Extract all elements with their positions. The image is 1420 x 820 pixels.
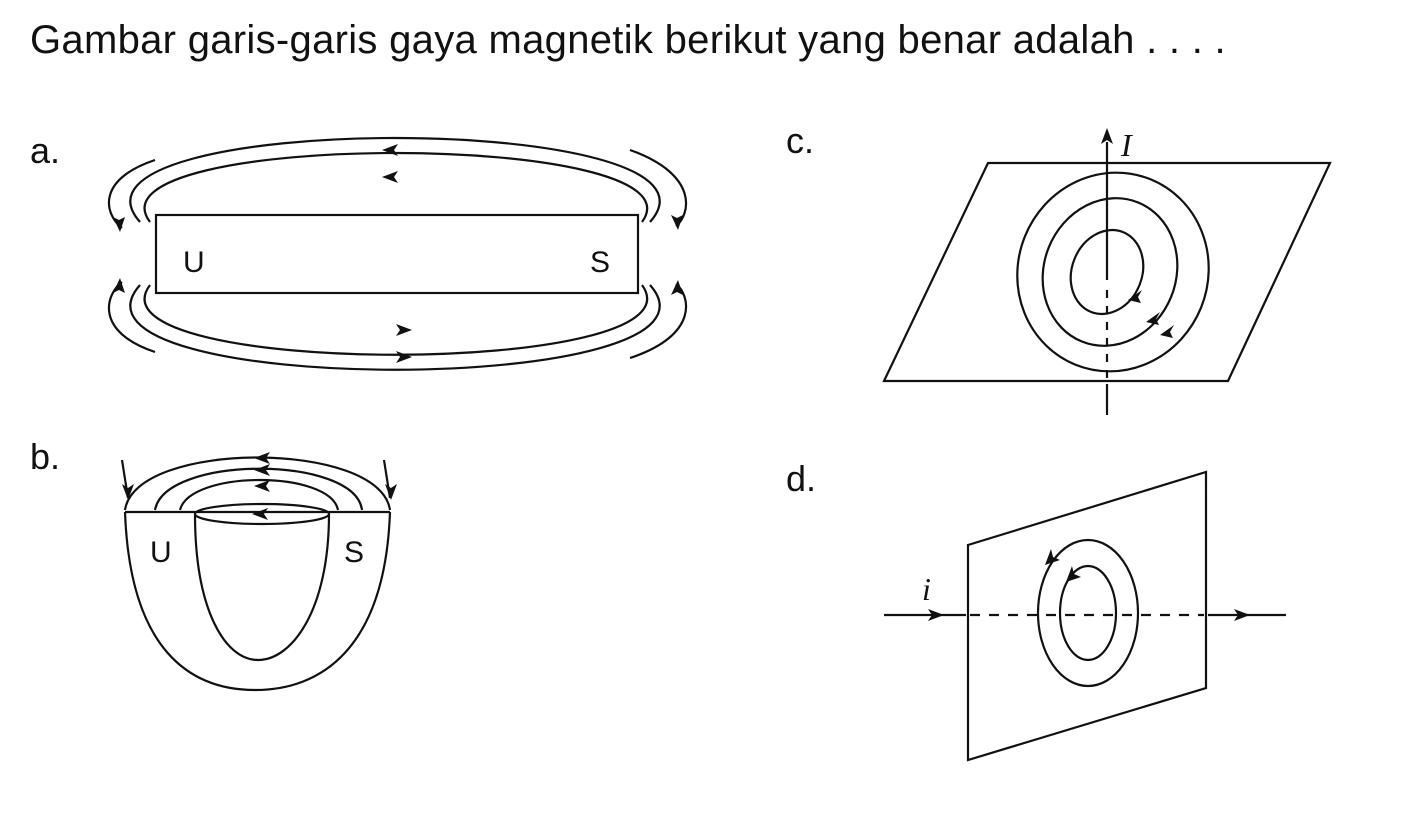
field-line-a-top-1 [143,151,648,223]
diagram-d-arrows [928,549,1250,621]
arrow-d-current-right [1234,609,1250,621]
option-b-label[interactable]: b. [30,436,61,477]
arrow-c-1 [1128,290,1142,303]
arrow-b-4 [252,508,268,520]
diagram-a-bar-magnet [107,136,688,371]
diagram-d-wire-plane [884,470,1286,762]
pole-b-left: U [150,536,172,569]
arrow-a-3 [396,324,412,336]
field-line-b-1 [123,456,392,511]
arrow-d-outer [1045,549,1060,565]
arrow-c-3 [1160,325,1174,338]
arrow-b-3 [254,480,270,492]
arrow-a-7 [113,278,125,293]
pole-b-right: S [344,536,364,569]
pole-a-left: U [183,246,205,279]
arrow-b-2 [254,464,270,476]
diagram-b-arrows [122,452,397,520]
arrow-a-1 [382,144,398,156]
diagram-a-arrows [113,144,683,363]
field-circle-d-outer [1036,538,1140,688]
arrow-a-5 [113,217,125,232]
arrow-d-inner [1066,566,1081,582]
field-circle-c-1 [1069,228,1145,316]
current-label-c: I [1120,127,1133,163]
field-line-a-bottom-left [107,281,156,354]
arrow-d-current-left [928,609,944,621]
arrow-a-2 [382,171,398,183]
field-circle-c-2 [1041,197,1179,347]
arrow-c-current [1101,128,1113,144]
field-line-a-bottom-2 [129,284,661,371]
arrow-a-6 [671,215,683,230]
arrow-b-1 [254,452,270,464]
field-circle-d-inner [1058,564,1118,662]
field-circle-c-3 [1016,171,1210,373]
option-c-label[interactable]: c. [786,120,815,161]
magnet-outer-curve [123,511,392,692]
option-d-label[interactable]: d. [786,458,817,499]
horizontal-plane [882,161,1332,383]
diagram-c-wire-plane [882,142,1332,415]
diagram-b-horseshoe-magnet [120,456,392,692]
field-line-b-3 [178,479,340,511]
option-a-label[interactable]: a. [30,130,61,171]
arrow-a-4 [396,351,412,363]
field-line-a-bottom-1 [143,284,648,356]
vertical-plane [966,470,1208,762]
arrow-b-6 [385,484,397,500]
field-line-a-top-2 [129,136,661,223]
bar-magnet-body [154,213,640,295]
pole-a-right: S [590,246,610,279]
arrow-a-8 [671,280,683,295]
magnet-inner-curve [193,513,331,662]
current-label-d: i [922,571,931,607]
arrow-c-2 [1146,312,1160,325]
question-text: Gambar garis-garis gaya magnetik berikut… [30,18,1226,62]
arrow-b-5 [122,484,134,500]
diagram-c-arrows [1101,128,1174,338]
